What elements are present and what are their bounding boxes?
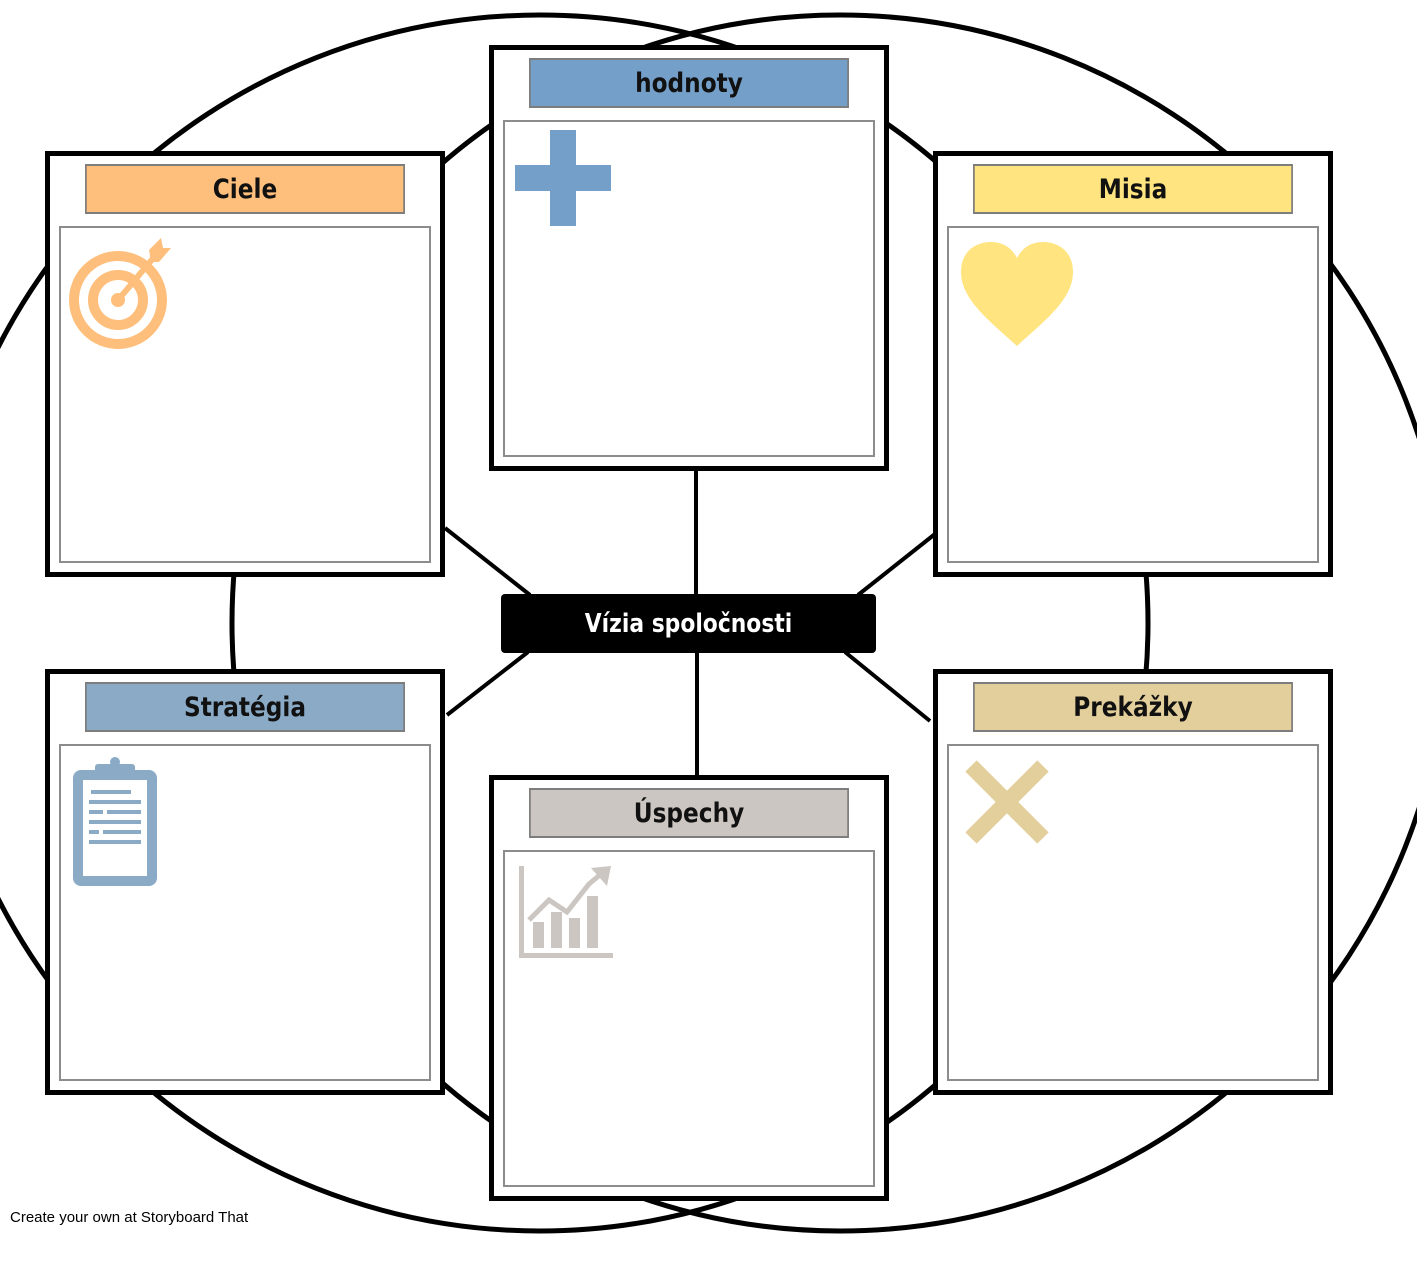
center-title: Vízia spoločnosti — [584, 608, 793, 639]
panel-misia: Misia — [933, 151, 1333, 577]
connector-prekazky — [843, 650, 932, 723]
panel-uspechy-header: Úspechy — [529, 788, 849, 838]
panel-prekazky-header: Prekážky — [973, 682, 1293, 732]
growth-chart-icon — [519, 866, 613, 958]
panel-misia-title: Misia — [1098, 173, 1168, 205]
connector-lines — [443, 470, 937, 777]
panel-prekazky-body[interactable] — [947, 744, 1319, 1081]
target-icon — [69, 238, 171, 349]
right-circle — [229, 12, 1417, 1234]
x-mark-icon — [965, 760, 1049, 844]
panel-misia-body[interactable] — [947, 226, 1319, 563]
panel-hodnoty-body[interactable] — [503, 120, 875, 457]
panel-uspechy-body[interactable] — [503, 850, 875, 1187]
panel-uspechy-title: Úspechy — [633, 797, 745, 829]
panel-strategia-title: Stratégia — [183, 691, 307, 723]
panel-strategia-header: Stratégia — [85, 682, 405, 732]
heart-icon — [961, 242, 1073, 346]
panel-prekazky: Prekážky — [933, 669, 1333, 1095]
panel-uspechy: Úspechy — [489, 775, 889, 1201]
panel-misia-header: Misia — [973, 164, 1293, 214]
connector-ciele — [443, 526, 532, 597]
connector-misia — [856, 532, 937, 597]
plus-icon — [515, 130, 611, 226]
panel-hodnoty-title: hodnoty — [635, 67, 743, 99]
panel-ciele-header: Ciele — [85, 164, 405, 214]
left-circle — [0, 12, 1151, 1234]
panel-ciele-title: Ciele — [212, 173, 278, 205]
panel-strategia: Stratégia — [45, 669, 445, 1095]
panel-ciele: Ciele — [45, 151, 445, 577]
panel-prekazky-title: Prekážky — [1073, 691, 1193, 723]
panel-strategia-body[interactable] — [59, 744, 431, 1081]
connector-strategia — [445, 650, 530, 717]
clipboard-icon — [73, 757, 157, 886]
panel-hodnoty: hodnoty — [489, 45, 889, 471]
center-title-box: Vízia spoločnosti — [501, 594, 876, 653]
panel-hodnoty-header: hodnoty — [529, 58, 849, 108]
panel-ciele-body[interactable] — [59, 226, 431, 563]
footer-credit: Create your own at Storyboard That — [10, 1209, 249, 1226]
